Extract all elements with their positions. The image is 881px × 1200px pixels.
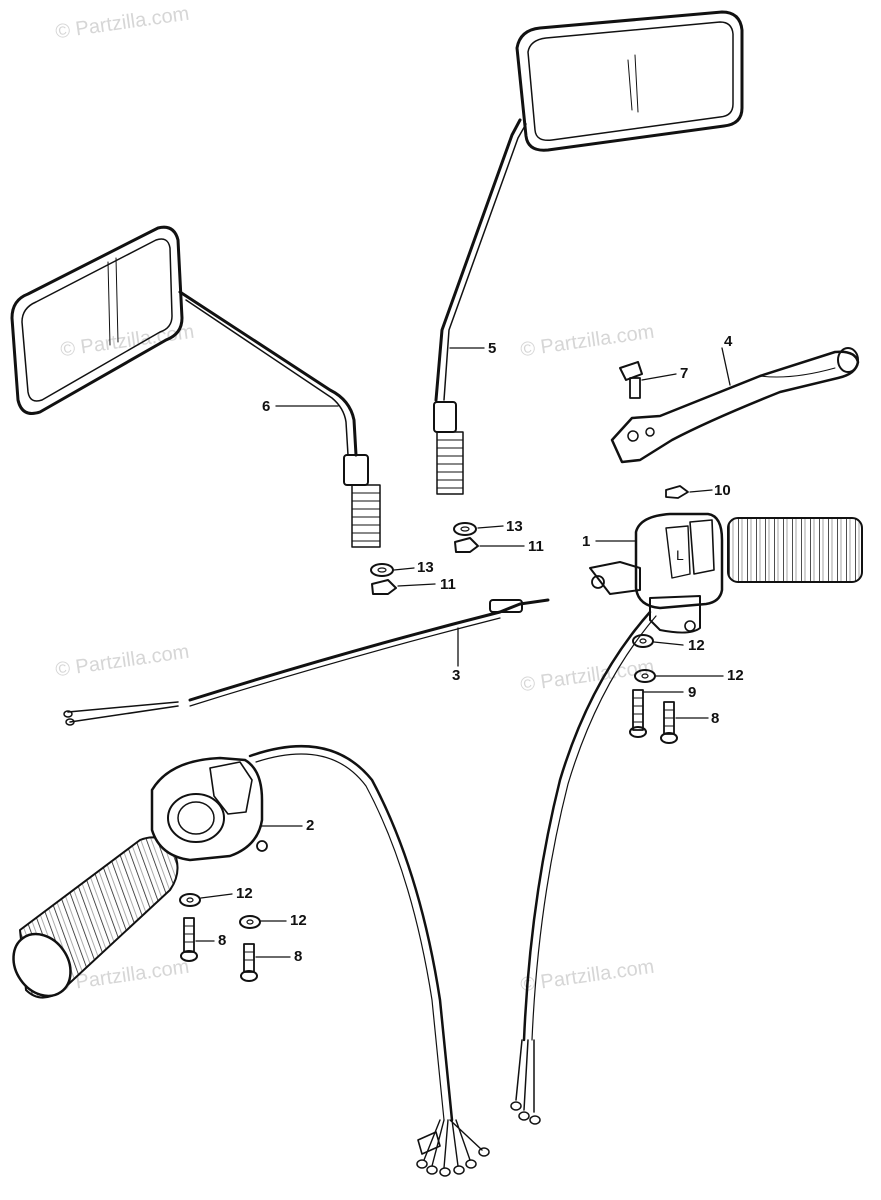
part-label-11: 11 <box>440 576 456 593</box>
nut <box>371 579 397 595</box>
part-label-13: 13 <box>417 559 434 576</box>
left-switch-housing <box>12 744 490 1177</box>
leader-lines <box>195 347 731 958</box>
part-label-13: 13 <box>506 518 523 535</box>
mirror-left <box>10 225 381 548</box>
part-label-12: 12 <box>688 637 705 654</box>
washer <box>634 669 656 683</box>
part-label-1: 1 <box>582 533 591 550</box>
part-label-6: 6 <box>262 398 271 415</box>
mirror-right <box>433 10 744 495</box>
part-label-8: 8 <box>294 948 303 965</box>
pivot-bolt <box>619 361 643 399</box>
part-label-5: 5 <box>488 340 497 357</box>
part-label-8: 8 <box>711 710 720 727</box>
part-label-12: 12 <box>727 667 744 684</box>
screw <box>660 701 678 744</box>
part-label-10: 10 <box>714 482 731 499</box>
screw <box>240 943 258 982</box>
washer <box>453 522 477 536</box>
part-label-7: 7 <box>680 365 689 382</box>
washer <box>632 634 654 648</box>
washer <box>179 893 201 907</box>
nut <box>665 485 689 499</box>
washer <box>239 915 261 929</box>
clutch-lever <box>610 347 860 464</box>
nut <box>454 537 479 553</box>
part-label-2: 2 <box>306 817 315 834</box>
right-switch-housing: L <box>510 512 863 1125</box>
part-label-11: 11 <box>528 538 544 555</box>
svg-text:L: L <box>676 547 684 563</box>
washer <box>370 563 394 577</box>
part-label-4: 4 <box>724 333 733 350</box>
part-label-9: 9 <box>688 684 697 701</box>
part-label-12: 12 <box>290 912 307 929</box>
part-label-12: 12 <box>236 885 253 902</box>
screw <box>629 689 647 738</box>
clutch-cable <box>63 598 550 726</box>
screw <box>180 917 198 962</box>
part-label-8: 8 <box>218 932 227 949</box>
part-label-3: 3 <box>452 667 461 684</box>
